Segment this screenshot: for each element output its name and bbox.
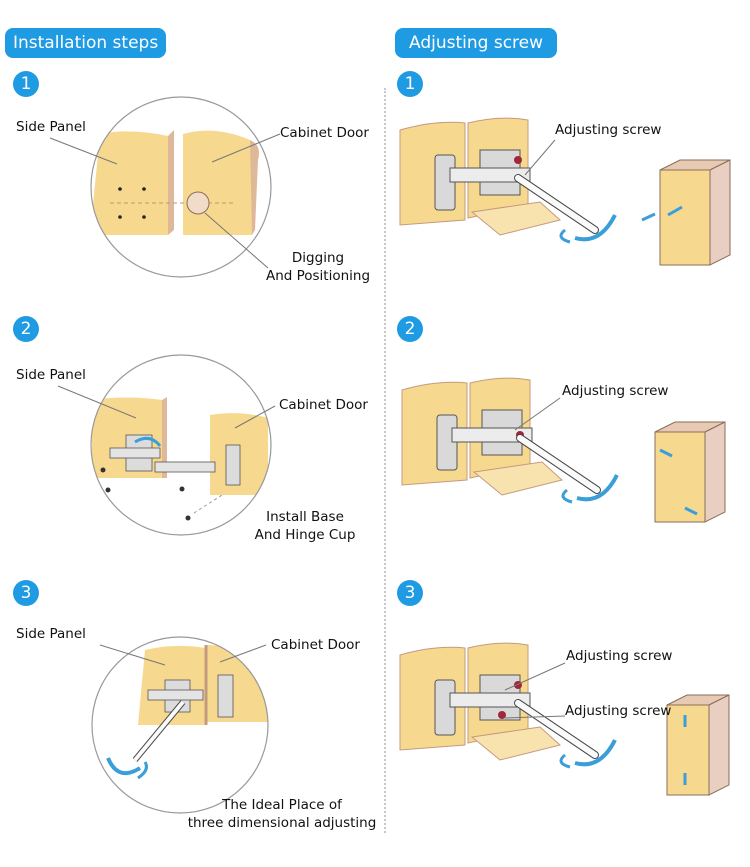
right-step-1-cabinet-front	[659, 169, 711, 266]
right-step-2-shelf	[472, 461, 564, 496]
right-step-1-direction-arrow	[667, 205, 683, 217]
right-step-3-hinge-arm	[449, 692, 531, 708]
left-step-3-side-panel-label: Side Panel	[16, 626, 86, 642]
right-step-3-adjusting-screw-label-top: Adjusting screw	[566, 648, 673, 664]
left-step-2-caption-line2: And Hinge Cup	[254, 527, 356, 543]
right-step-2-adjusting-screw-label: Adjusting screw	[562, 383, 669, 399]
right-step-3-shelf	[470, 726, 562, 761]
left-step-2-cabinet-door-label: Cabinet Door	[279, 397, 368, 413]
right-step-2-cabinet-front	[654, 431, 706, 523]
right-step-2-badge: 2	[397, 316, 423, 342]
left-step-1-side-panel-label: Side Panel	[16, 119, 86, 135]
left-step-1-badge: 1	[13, 71, 39, 97]
right-step-2-label-leader	[514, 397, 561, 431]
right-step-1-adjusting-screw	[514, 156, 522, 164]
right-step-1-hinge-arm	[449, 167, 531, 183]
left-step-3-badge: 3	[13, 580, 39, 606]
installation-steps-header: Installation steps	[5, 28, 167, 58]
right-step-3-rotate-arrow	[574, 739, 617, 767]
right-step-3-label-leader-2	[504, 715, 566, 719]
right-step-2-direction-arrow-2	[684, 506, 698, 516]
right-step-1-direction-arrow-2	[641, 212, 656, 222]
right-step-3-badge: 3	[397, 580, 423, 606]
column-divider	[384, 88, 386, 833]
left-step-1-caption-line1: Digging	[291, 250, 345, 266]
left-step-1-caption-line2: And Positioning	[265, 268, 371, 284]
right-step-1-rotate-arrow	[574, 214, 617, 242]
right-step-1-adjusting-screw-label: Adjusting screw	[555, 122, 662, 138]
right-step-2-hinge-arm	[451, 427, 533, 443]
left-step-3-caption-line2: three dimensional adjusting	[187, 815, 377, 831]
right-step-2-rotate-arrow	[576, 474, 619, 502]
left-step-2-caption-line1: Install Base	[266, 509, 344, 525]
left-step-1-cabinet-door-label: Cabinet Door	[280, 125, 369, 141]
right-step-2-direction-arrow	[659, 448, 673, 458]
right-step-1-shelf	[470, 201, 562, 236]
right-step-3-adjusting-screw-label-bottom: Adjusting screw	[565, 703, 672, 719]
adjusting-screw-header: Adjusting screw	[395, 28, 558, 58]
right-step-3-cabinet-side	[708, 694, 730, 796]
step1-magnifier-circle	[90, 96, 272, 278]
left-step-2-badge: 2	[13, 316, 39, 342]
right-step-1-label-leader	[524, 139, 556, 176]
right-step-1-cabinet-side	[709, 159, 731, 266]
right-step-1-badge: 1	[397, 71, 423, 97]
left-step-3-caption-line1: The Ideal Place of	[222, 797, 342, 813]
right-step-2-cabinet-side	[704, 421, 726, 523]
right-step-3-adjusting-screw-2	[498, 711, 506, 719]
step1-panels	[91, 130, 259, 235]
right-step-3-label-leader	[504, 662, 566, 691]
left-step-2-side-panel-label: Side Panel	[16, 367, 86, 383]
right-step-3-cabinet-front	[666, 704, 710, 796]
left-step-3-cabinet-door-label: Cabinet Door	[271, 637, 360, 653]
